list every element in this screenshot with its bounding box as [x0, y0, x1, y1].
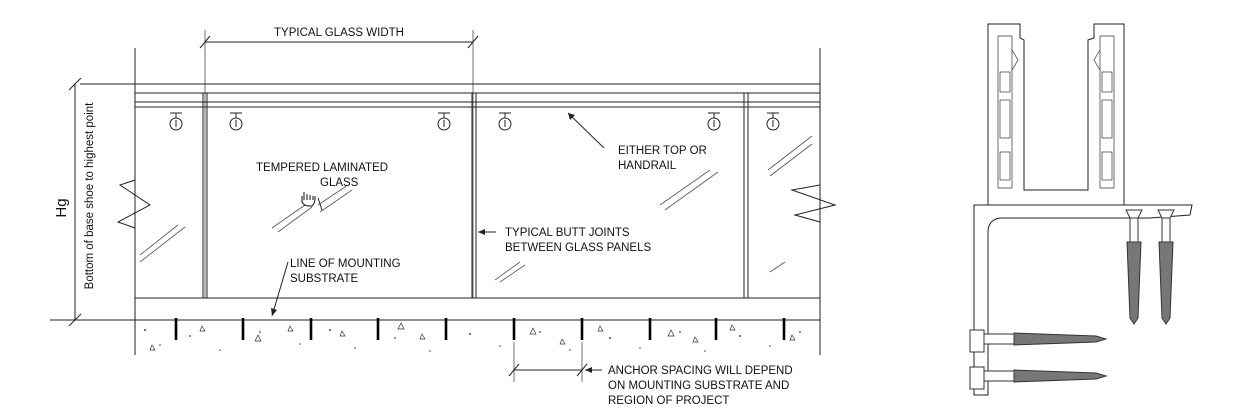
horizontal-screws	[969, 329, 1108, 390]
anchors	[174, 318, 786, 340]
elevation-view: TYPICAL GLASS WIDTH	[50, 27, 837, 407]
break-symbol-left	[116, 179, 151, 229]
hand-pointer-icon	[301, 192, 316, 207]
aggregate-triangles	[149, 322, 796, 351]
panel-joints	[202, 93, 749, 298]
anchor-spacing-dimension	[508, 342, 602, 382]
glass-width-label: TYPICAL GLASS WIDTH	[274, 27, 404, 39]
mounting-bracket	[973, 204, 1193, 396]
handrail-label-line1: EITHER TOP OR	[618, 145, 707, 157]
handrail	[80, 83, 820, 108]
glass-label-line1: TEMPERED LAMINATED	[256, 162, 388, 174]
concrete-substrate	[144, 329, 801, 352]
mounting-label-line1: LINE OF MOUNTING	[290, 258, 401, 270]
vertical-screws	[1125, 209, 1175, 325]
glass-width-dimension: TYPICAL GLASS WIDTH	[199, 27, 479, 298]
height-caption: Bottom of base shoe to highest point	[84, 102, 96, 289]
u-channel-profile	[987, 23, 1125, 206]
anchor-label-line2: ON MOUNTING SUBSTRATE AND	[608, 380, 789, 392]
base-shoe-section	[969, 23, 1193, 396]
glass-label-line2: GLASS	[320, 177, 359, 189]
butt-joint-label-line1: TYPICAL BUTT JOINTS	[505, 227, 630, 239]
base-shoe	[134, 297, 821, 321]
glass-clamps	[169, 112, 780, 131]
glass-reflections	[139, 135, 813, 283]
butt-joint-label-line2: BETWEEN GLASS PANELS	[505, 242, 651, 254]
leaders	[271, 112, 605, 317]
anchor-label-line3: REGION OF PROJECT	[608, 395, 729, 407]
height-dimension: Hg Bottom of base shoe to highest point	[53, 77, 96, 327]
anchor-label-line1: ANCHOR SPACING WILL DEPEND	[608, 365, 793, 377]
handrail-label-line2: HANDRAIL	[618, 160, 677, 172]
mounting-label-line2: SUBSTRATE	[290, 273, 358, 285]
height-symbol: Hg	[53, 198, 70, 217]
break-symbol-right	[790, 184, 837, 223]
